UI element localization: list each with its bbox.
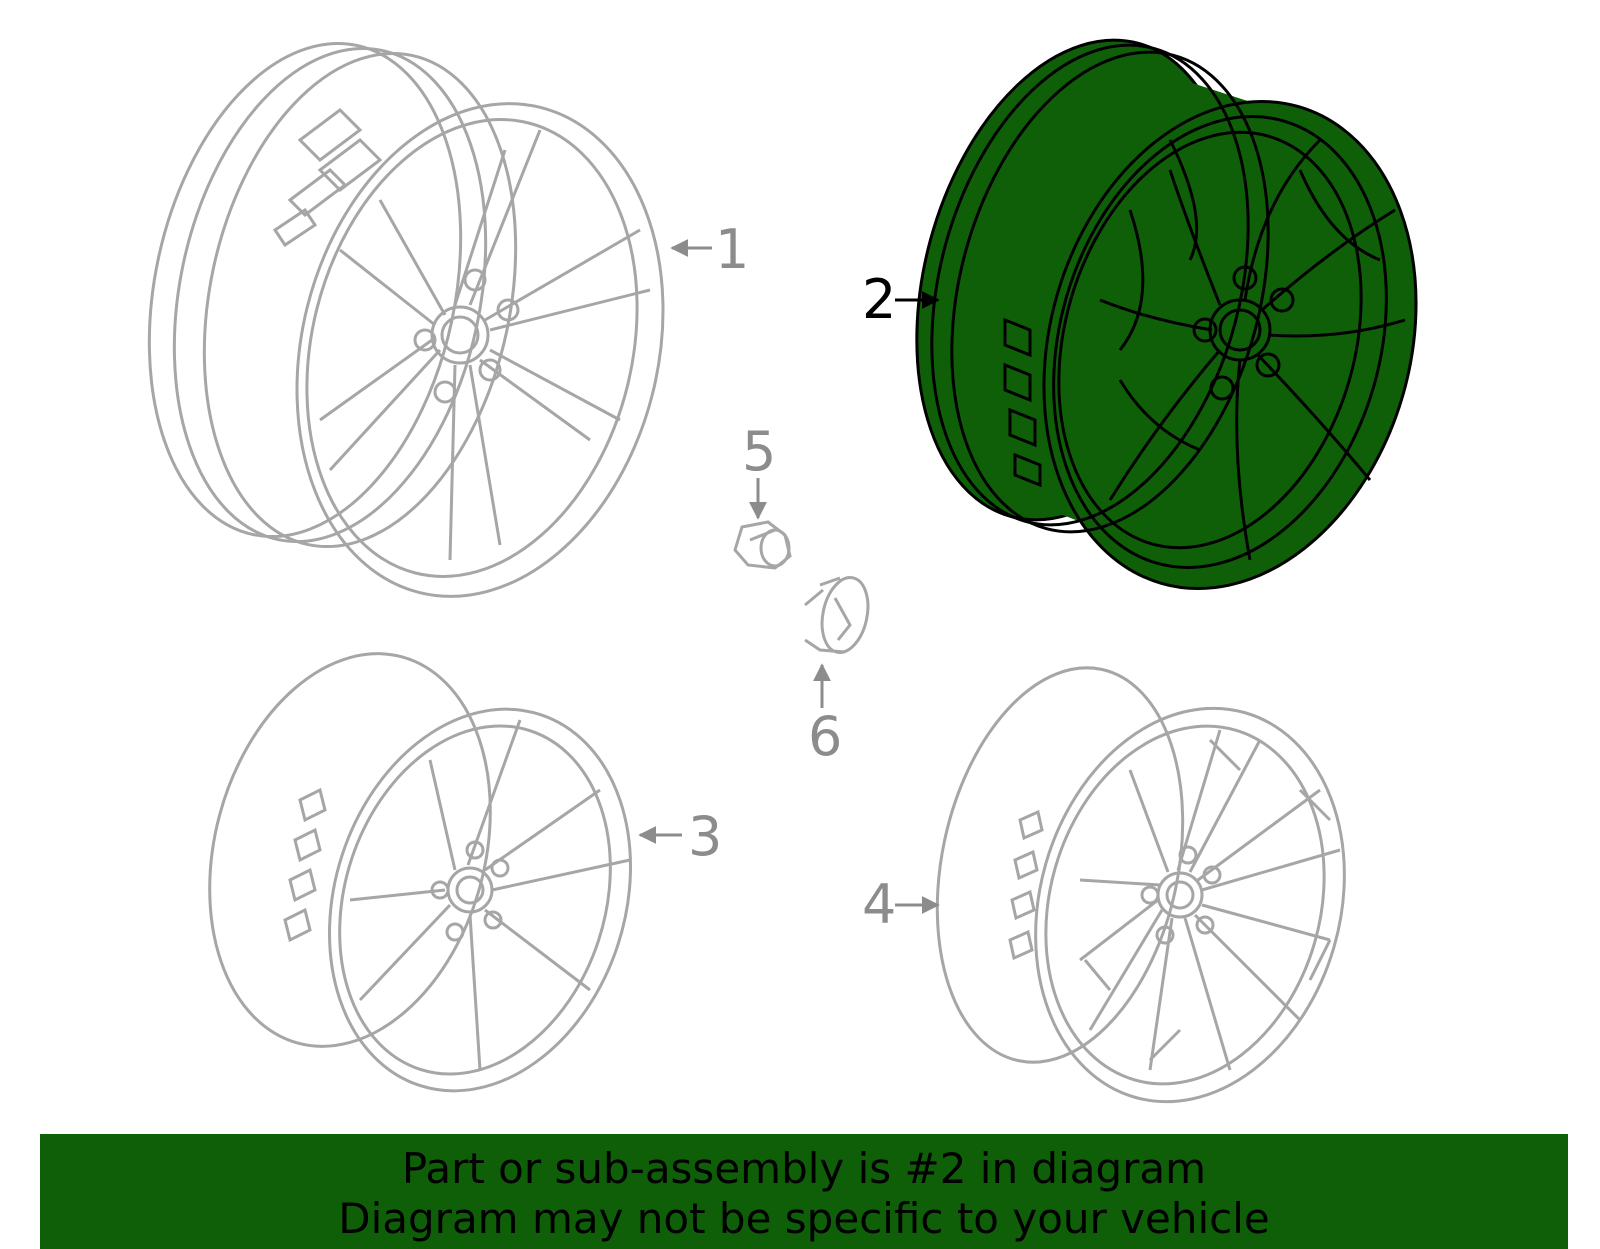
wheel-part-4[interactable] [903, 645, 1389, 1130]
wheel-part-2[interactable] [867, 5, 1472, 633]
callout-label-4[interactable]: 4 [862, 873, 896, 936]
parts-diagram: 1 2 5 [106, 5, 1472, 1130]
lug-nut-part-5[interactable] [733, 520, 792, 570]
callout-label-5[interactable]: 5 [742, 420, 776, 483]
wheel-part-1[interactable] [106, 14, 713, 635]
center-cap-part-6[interactable] [804, 573, 874, 656]
callout-label-1[interactable]: 1 [715, 218, 749, 281]
info-banner: Part or sub-assembly is #2 in diagram Di… [40, 1134, 1568, 1249]
banner-line-1: Part or sub-assembly is #2 in diagram [401, 1144, 1207, 1193]
callout-label-3[interactable]: 3 [688, 805, 722, 868]
banner-line-2: Diagram may not be specific to your vehi… [338, 1194, 1270, 1243]
callout-label-2[interactable]: 2 [862, 268, 896, 331]
wheel-part-3[interactable] [168, 622, 678, 1130]
callout-label-6[interactable]: 6 [808, 705, 842, 768]
